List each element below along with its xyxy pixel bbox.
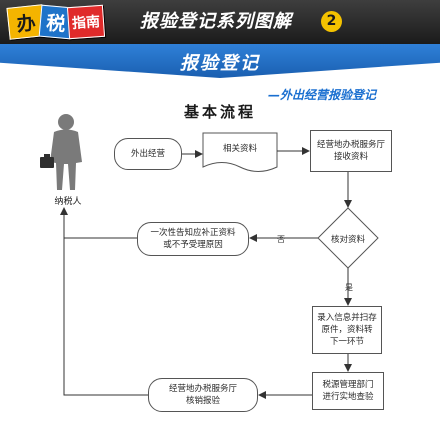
series-number: 2: [321, 11, 342, 32]
document-shape: [202, 132, 278, 172]
node-hedui-text: 核对资料: [330, 235, 365, 245]
node-waichu-text: 外出经营: [130, 149, 165, 159]
arrow-buzheng-taxpayer: [60, 207, 137, 239]
node-buzheng-text: 一次性告知应补正资料 或不予受理原因: [150, 228, 236, 250]
node-shouli-text: 经营地办税服务厅 接收资料: [316, 140, 385, 162]
edge-label-yes: 是: [345, 283, 353, 292]
node-luru-text: 录入信息并扫存 原件，资料转 下一环节: [317, 313, 377, 347]
node-luru: 录入信息并扫存 原件，资料转 下一环节: [312, 306, 382, 354]
subtitle: —外出经营报验登记: [268, 88, 377, 102]
node-ziliao-text: 相关资料: [222, 144, 257, 154]
node-buzheng: 一次性告知应补正资料 或不予受理原因: [137, 222, 249, 256]
arrow-hexiao-taxpayer: [63, 238, 148, 396]
series-title: 报验登记系列图解: [140, 11, 292, 32]
node-diaocha: 税源管理部门 进行实地查验: [312, 372, 384, 410]
taxpayer-person-icon: [40, 114, 82, 190]
flow-title: 基本流程: [183, 103, 256, 121]
taxpayer-label: 纳税人: [54, 197, 82, 207]
ribbon-title: 报验登记: [180, 53, 260, 74]
node-waichu: 外出经营: [114, 138, 182, 170]
node-hexiao: 经营地办税服务厅 核销报验: [148, 378, 258, 412]
node-shouli: 经营地办税服务厅 接收资料: [310, 130, 392, 172]
node-diaocha-text: 税源管理部门 进行实地查验: [322, 380, 374, 402]
edge-label-no: 否: [277, 235, 285, 244]
node-hexiao-text: 经营地办税服务厅 核销报验: [168, 384, 237, 406]
node-ziliao: 相关资料: [203, 133, 277, 165]
